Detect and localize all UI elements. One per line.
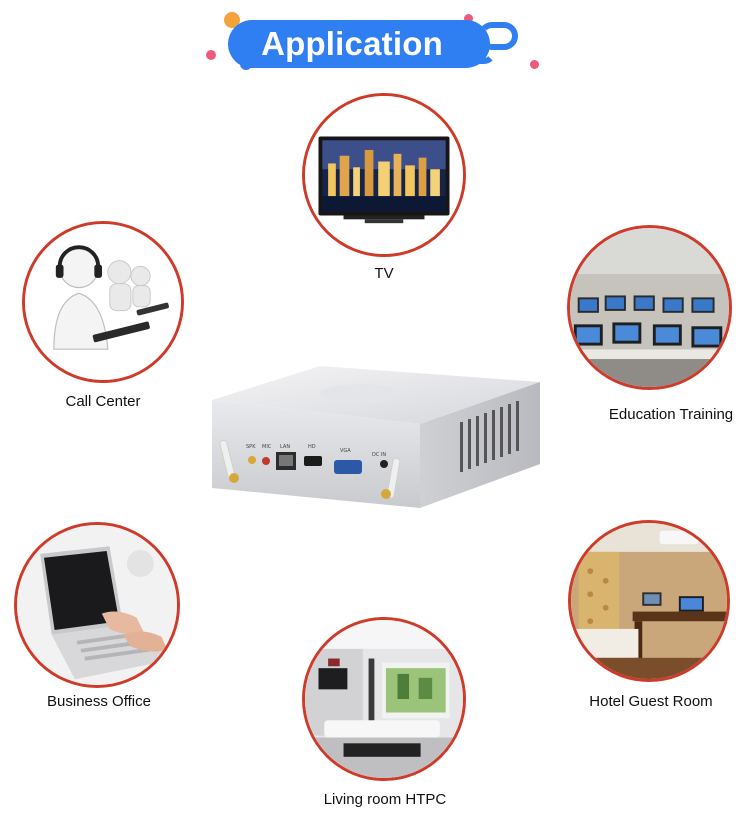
business-office-label: Business Office (47, 693, 151, 710)
decor-dot (464, 14, 473, 23)
hotel-room-circle (568, 520, 730, 682)
svg-text:SPK: SPK (246, 444, 256, 450)
tv-label: TV (374, 265, 394, 282)
living-room-circle (302, 617, 466, 781)
living-room-icon (305, 620, 463, 778)
living-room-label: Living room HTPC (323, 791, 447, 808)
tv-icon (305, 96, 463, 254)
mini-pc-image: SPK MIC LAN HD VGA DC IN (200, 360, 555, 520)
mini-pc-icon: SPK MIC LAN HD VGA DC IN (212, 366, 540, 508)
decor-dot (530, 60, 539, 69)
business-office-circle (14, 522, 180, 688)
header-banner: Application (228, 20, 490, 68)
page-title: Application (261, 25, 443, 62)
education-label: Education Training (608, 406, 734, 423)
svg-text:DC IN: DC IN (372, 452, 386, 458)
education-circle (567, 225, 732, 390)
hotel-room-icon (571, 523, 727, 679)
laptop-icon (17, 525, 177, 685)
tv-circle (302, 93, 466, 257)
hotel-room-label: Hotel Guest Room (589, 693, 713, 710)
svg-text:HD: HD (308, 444, 316, 450)
decor-swirl (478, 22, 518, 50)
svg-text:VGA: VGA (340, 448, 351, 454)
decor-dot (206, 50, 216, 60)
svg-text:MIC: MIC (262, 444, 272, 450)
classroom-icon (570, 228, 729, 387)
decor-dot (224, 12, 240, 28)
call-center-label: Call Center (65, 393, 141, 410)
call-center-icon (25, 224, 181, 380)
svg-text:LAN: LAN (280, 444, 290, 450)
call-center-circle (22, 221, 184, 383)
